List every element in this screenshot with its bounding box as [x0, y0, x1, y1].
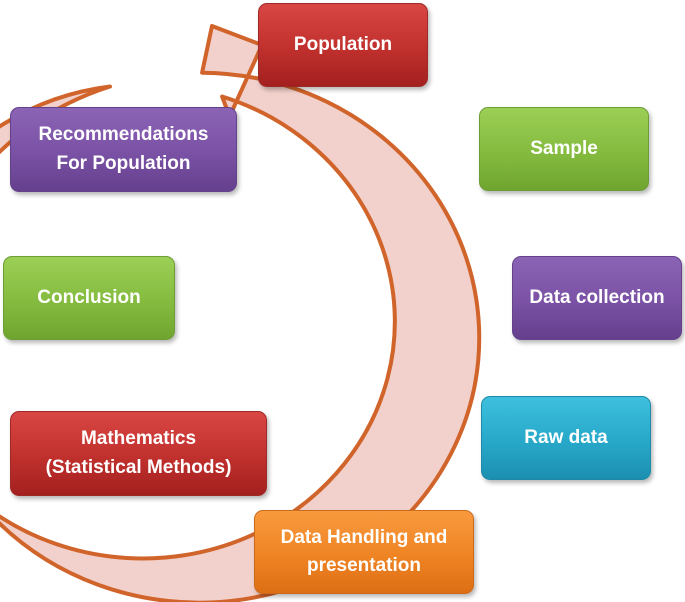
node-conclusion: Conclusion [3, 256, 175, 340]
node-data-handling-label-line-2: presentation [306, 555, 421, 576]
node-sample-label: Sample [530, 137, 598, 159]
node-mathematics-label-line-2: (Statistical Methods) [45, 456, 232, 478]
node-data-handling: Data Handling and presentation [254, 510, 474, 594]
node-population-label: Population [293, 33, 393, 55]
cycle-arrow [0, 24, 482, 602]
node-mathematics: Mathematics (Statistical Methods) [10, 411, 267, 496]
node-mathematics-label-line-1: Mathematics [80, 428, 197, 449]
node-raw-data-label: Raw data [524, 426, 608, 448]
node-recommendations: Recommendations For Population [10, 107, 237, 192]
node-raw-data: Raw data [481, 396, 651, 480]
node-recommendations-label-line-1: Recommendations [38, 124, 209, 145]
node-recommendations-label-line-2: For Population [56, 152, 191, 174]
node-conclusion-label: Conclusion [37, 286, 141, 308]
node-population: Population [258, 3, 428, 87]
node-data-handling-label-line-1: Data Handling and [280, 526, 448, 548]
node-data-collection-label: Data collection [529, 286, 665, 308]
node-data-collection: Data collection [512, 256, 682, 340]
node-sample: Sample [479, 107, 649, 191]
